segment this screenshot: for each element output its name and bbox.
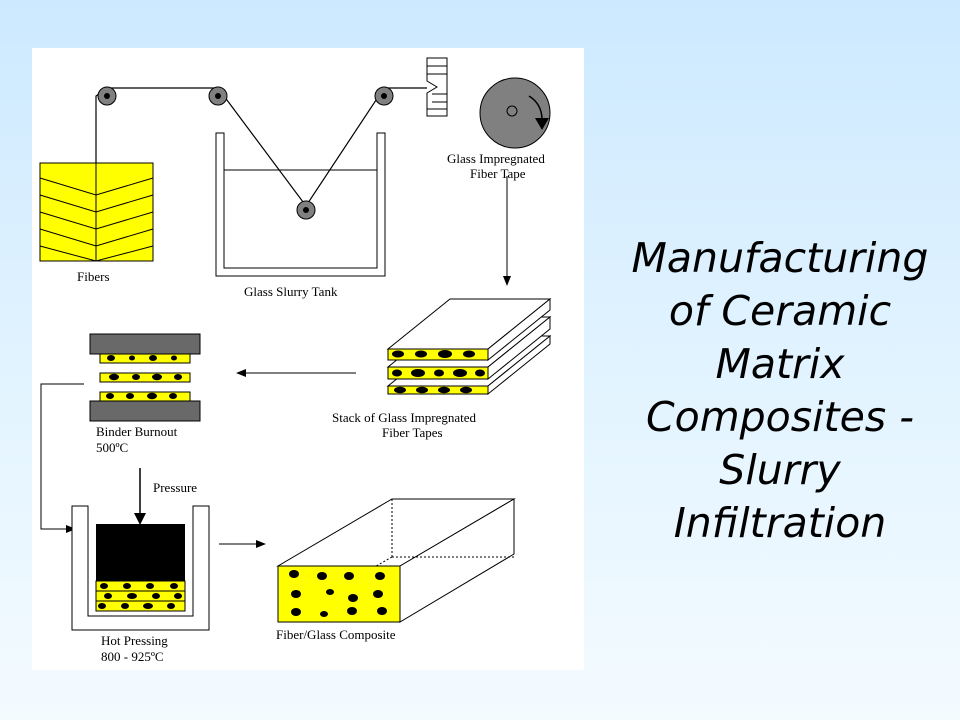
arrow-icon bbox=[219, 540, 266, 548]
pulley-icon bbox=[208, 86, 228, 106]
composite-block bbox=[276, 498, 516, 623]
take-up-drum-icon bbox=[479, 77, 551, 149]
glass-slurry-tank bbox=[215, 132, 386, 277]
pulley-icon bbox=[296, 200, 316, 220]
title-line: Composites - bbox=[645, 393, 914, 441]
stack-label-line2: Fiber Tapes bbox=[382, 425, 443, 440]
tank-label: Glass Slurry Tank bbox=[244, 284, 338, 299]
slide-title: Manufacturing of Ceramic Matrix Composit… bbox=[612, 232, 948, 550]
fibers-label: Fibers bbox=[77, 269, 110, 284]
title-line: Slurry bbox=[719, 446, 841, 494]
binder-burnout-press bbox=[89, 333, 201, 422]
pulley-icon bbox=[97, 86, 117, 106]
fiber-spool bbox=[39, 162, 154, 262]
arrow-icon bbox=[236, 369, 356, 377]
cutter-icon bbox=[426, 57, 448, 117]
burnout-label-line1: Binder Burnout bbox=[96, 424, 178, 439]
stack-label-line1: Stack of Glass Impregnated bbox=[332, 410, 477, 425]
burnout-label-line2: 500ºC bbox=[96, 440, 129, 455]
title-line: of Ceramic bbox=[668, 287, 892, 335]
arrow-icon bbox=[503, 176, 511, 286]
pressure-label: Pressure bbox=[153, 480, 198, 495]
arrow-icon bbox=[134, 468, 146, 525]
arrow-icon bbox=[40, 383, 84, 533]
title-line: Infiltration bbox=[673, 499, 887, 547]
tape-stack bbox=[386, 297, 552, 396]
composite-label: Fiber/Glass Composite bbox=[276, 627, 396, 642]
tape-label-line2: Fiber Tape bbox=[470, 166, 526, 181]
pulley-icon bbox=[374, 86, 394, 106]
diagram-panel: Fibers Glass Slurry Tank Glass Impregnat… bbox=[32, 48, 584, 670]
hot-pressing-label-line1: Hot Pressing bbox=[101, 633, 168, 648]
hot-press-mold bbox=[71, 505, 210, 631]
title-line: Manufacturing bbox=[631, 234, 929, 282]
title-line: Matrix bbox=[715, 340, 845, 388]
process-diagram bbox=[39, 57, 552, 631]
tape-label-line1: Glass Impregnated bbox=[447, 151, 545, 166]
hot-pressing-label-line2: 800 - 925ºC bbox=[101, 649, 164, 664]
